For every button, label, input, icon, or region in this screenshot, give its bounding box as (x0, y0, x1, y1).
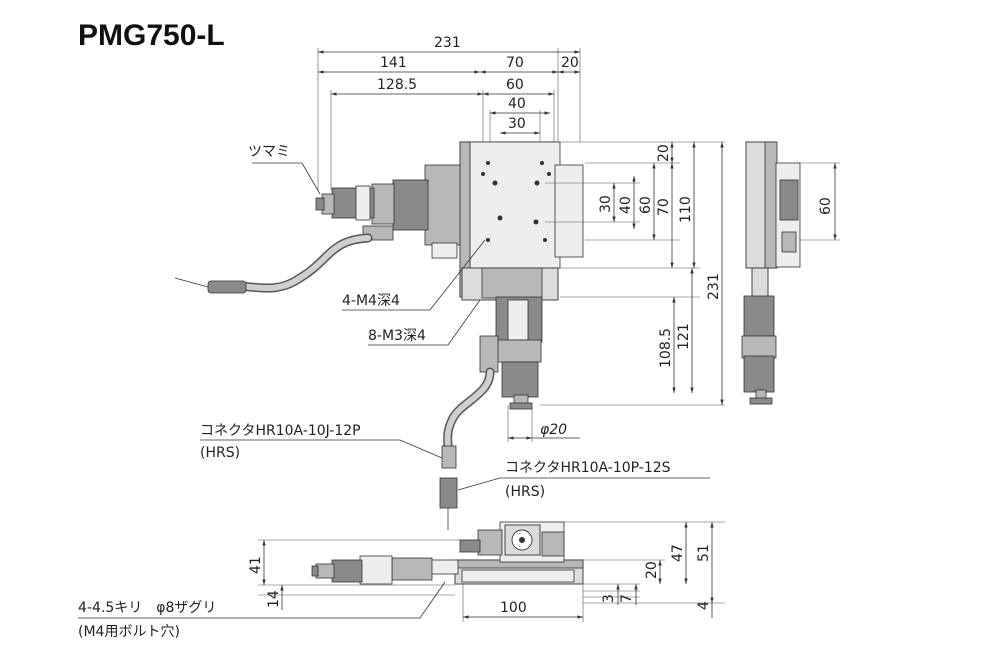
tapped-holes (481, 161, 551, 242)
label-holes-note: (M4用ボルト穴) (78, 624, 180, 640)
dim-f-3: 3 (601, 594, 617, 603)
y-motor (501, 361, 539, 398)
side-view: 60 (741, 141, 840, 405)
dim-f-47: 47 (670, 544, 686, 562)
dim-f-51: 51 (696, 544, 712, 562)
dim-f-41: 41 (248, 556, 264, 574)
stage-table (469, 141, 561, 269)
dim-r-231: 231 (706, 273, 722, 300)
label-connector-p-maker: (HRS) (505, 484, 545, 500)
dim-231-width: 231 (434, 35, 461, 51)
dim-r-40: 40 (618, 196, 634, 214)
top-view: 231 141 70 20 128.5 60 40 30 20 30 40 60… (174, 35, 725, 530)
dim-70: 70 (506, 55, 524, 71)
dim-60: 60 (506, 77, 524, 93)
dim-20: 20 (561, 55, 579, 71)
label-connector-j-maker: (HRS) (200, 445, 240, 461)
dim-r-30: 30 (598, 195, 614, 213)
model-title: PMG750-L (78, 19, 225, 52)
labels: ツマミ 4-M4深4 8-M3深4 コネクタHR10A-10J-12P (HRS… (78, 144, 710, 640)
dim-30: 30 (508, 116, 526, 132)
label-tap-m3: 8-M3深4 (368, 328, 426, 344)
dim-r-110: 110 (678, 196, 694, 223)
x-cable (235, 233, 373, 293)
x-connector (207, 280, 247, 294)
dim-r-108-5: 108.5 (658, 328, 674, 368)
connector-j-body (441, 445, 457, 469)
y-cable (443, 367, 495, 453)
label-tap-m4: 4-M4深4 (342, 293, 400, 309)
dim-side-60: 60 (818, 197, 834, 215)
dim-f-14: 14 (266, 590, 282, 608)
dim-128-5: 128.5 (377, 77, 417, 93)
dim-f-100: 100 (500, 600, 527, 616)
label-connector-j: コネクタHR10A-10J-12P (200, 423, 361, 439)
label-knob: ツマミ (248, 144, 290, 160)
front-view: 41 14 100 3 7 20 47 51 4 (248, 521, 725, 622)
x-motor-housing (424, 164, 461, 246)
dim-r-60: 60 (638, 196, 654, 214)
dim-40: 40 (508, 96, 526, 112)
dim-f-20: 20 (644, 561, 660, 579)
label-holes: 4-4.5キリ φ8ザグリ (78, 600, 216, 616)
dim-r-70: 70 (656, 198, 672, 216)
label-connector-p: コネクタHR10A-10P-12S (505, 460, 671, 476)
dim-141: 141 (380, 55, 407, 71)
dim-f-7: 7 (619, 594, 635, 603)
dim-phi20: φ20 (540, 422, 567, 438)
dim-f-4: 4 (696, 601, 712, 610)
dim-r-121: 121 (676, 323, 692, 350)
connector-p-body (439, 477, 458, 509)
dim-r-20: 20 (656, 144, 672, 162)
